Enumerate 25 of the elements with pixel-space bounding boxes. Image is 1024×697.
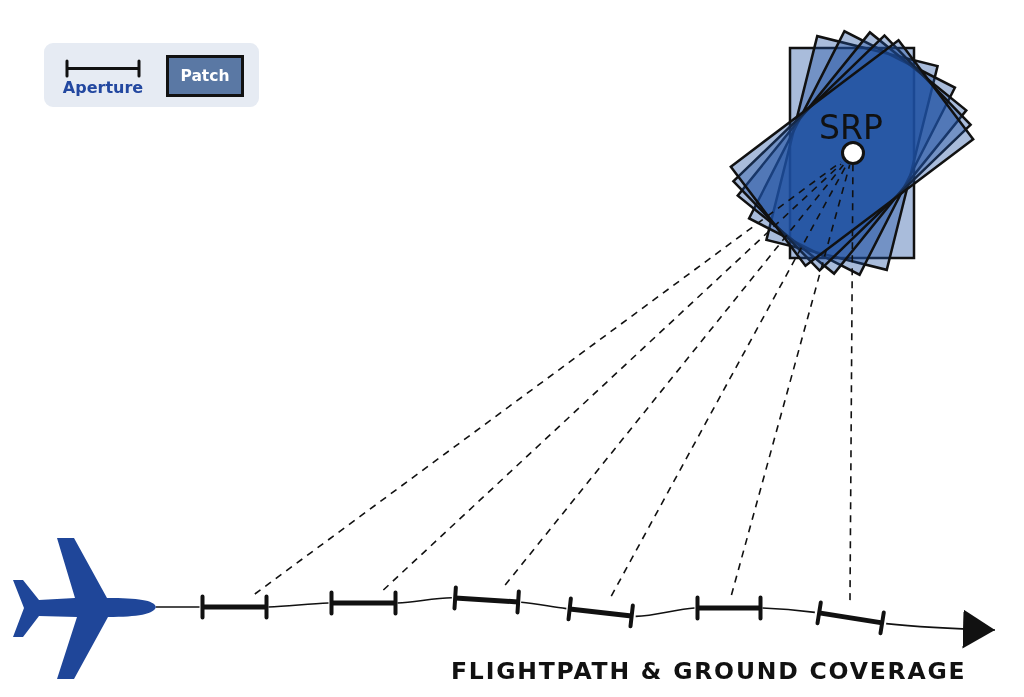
path-line [761, 607, 816, 614]
aperture-segment [814, 600, 887, 636]
path-line [634, 607, 696, 618]
dashed-line [730, 164, 851, 596]
legend-label: Aperture [62, 78, 144, 98]
point-marker [841, 141, 865, 165]
dashed-line [504, 164, 845, 586]
aperture-segment [566, 596, 636, 629]
aperture-segment [199, 594, 269, 620]
caption: FLIGHTPATH & GROUND COVERAGE [451, 657, 967, 685]
legend-label: Patch [180, 67, 230, 85]
dashed-line [610, 164, 848, 597]
point-label: SRP [819, 110, 883, 146]
path-line [267, 602, 330, 608]
path-line [520, 601, 568, 610]
path-arrow [885, 609, 996, 649]
aperture-segment [451, 585, 522, 615]
path-line [396, 597, 453, 604]
path-line [155, 606, 201, 608]
dashed-line [382, 163, 842, 591]
dashed-line [254, 161, 842, 595]
airplane-icon [12, 537, 157, 682]
aperture-segment [328, 590, 398, 616]
aperture-segment [694, 595, 763, 621]
dashed-line [849, 164, 854, 601]
